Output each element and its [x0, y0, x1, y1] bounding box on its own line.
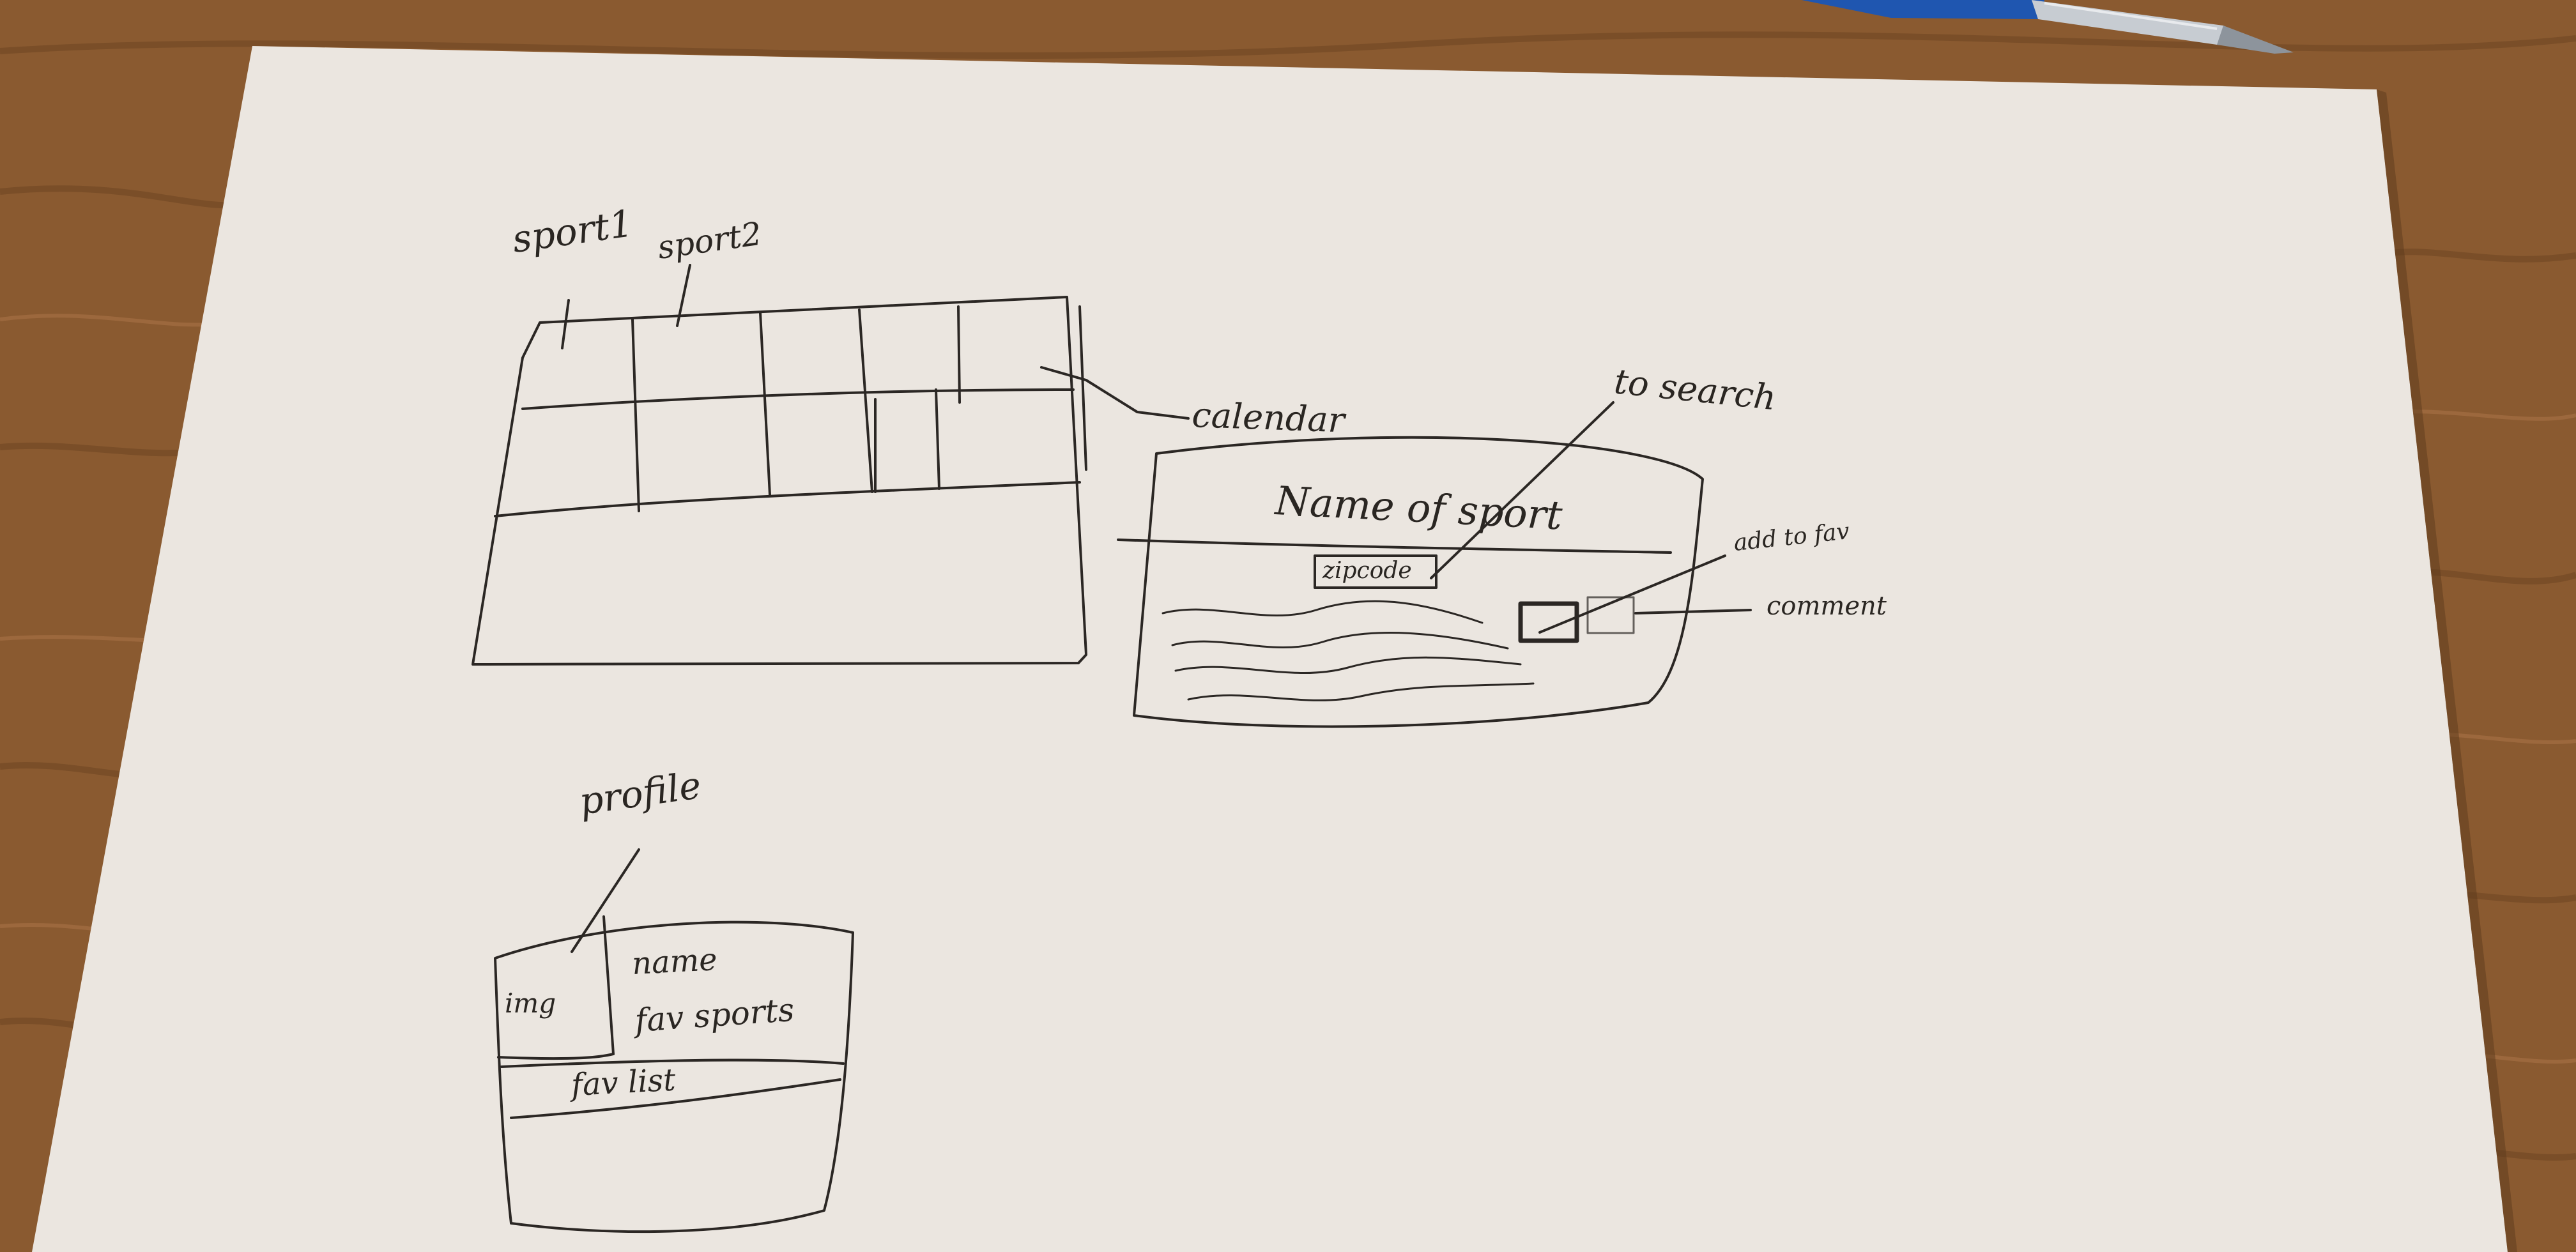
label-comment: comment	[1767, 592, 1887, 621]
label-fav-list: fav list	[569, 1062, 677, 1103]
pen	[1802, 0, 2294, 54]
sport-detail-sketch	[1117, 401, 1752, 728]
label-zipcode: zipcode	[1322, 558, 1412, 584]
label-img: img	[505, 988, 556, 1019]
profile-sketch	[494, 848, 854, 1233]
label-name: name	[631, 942, 718, 982]
label-calendar: calendar	[1192, 395, 1347, 440]
paper-sheet	[32, 46, 2508, 1252]
calendar-sketch	[471, 264, 1190, 666]
paper-shadow-edge	[2377, 89, 2517, 1252]
